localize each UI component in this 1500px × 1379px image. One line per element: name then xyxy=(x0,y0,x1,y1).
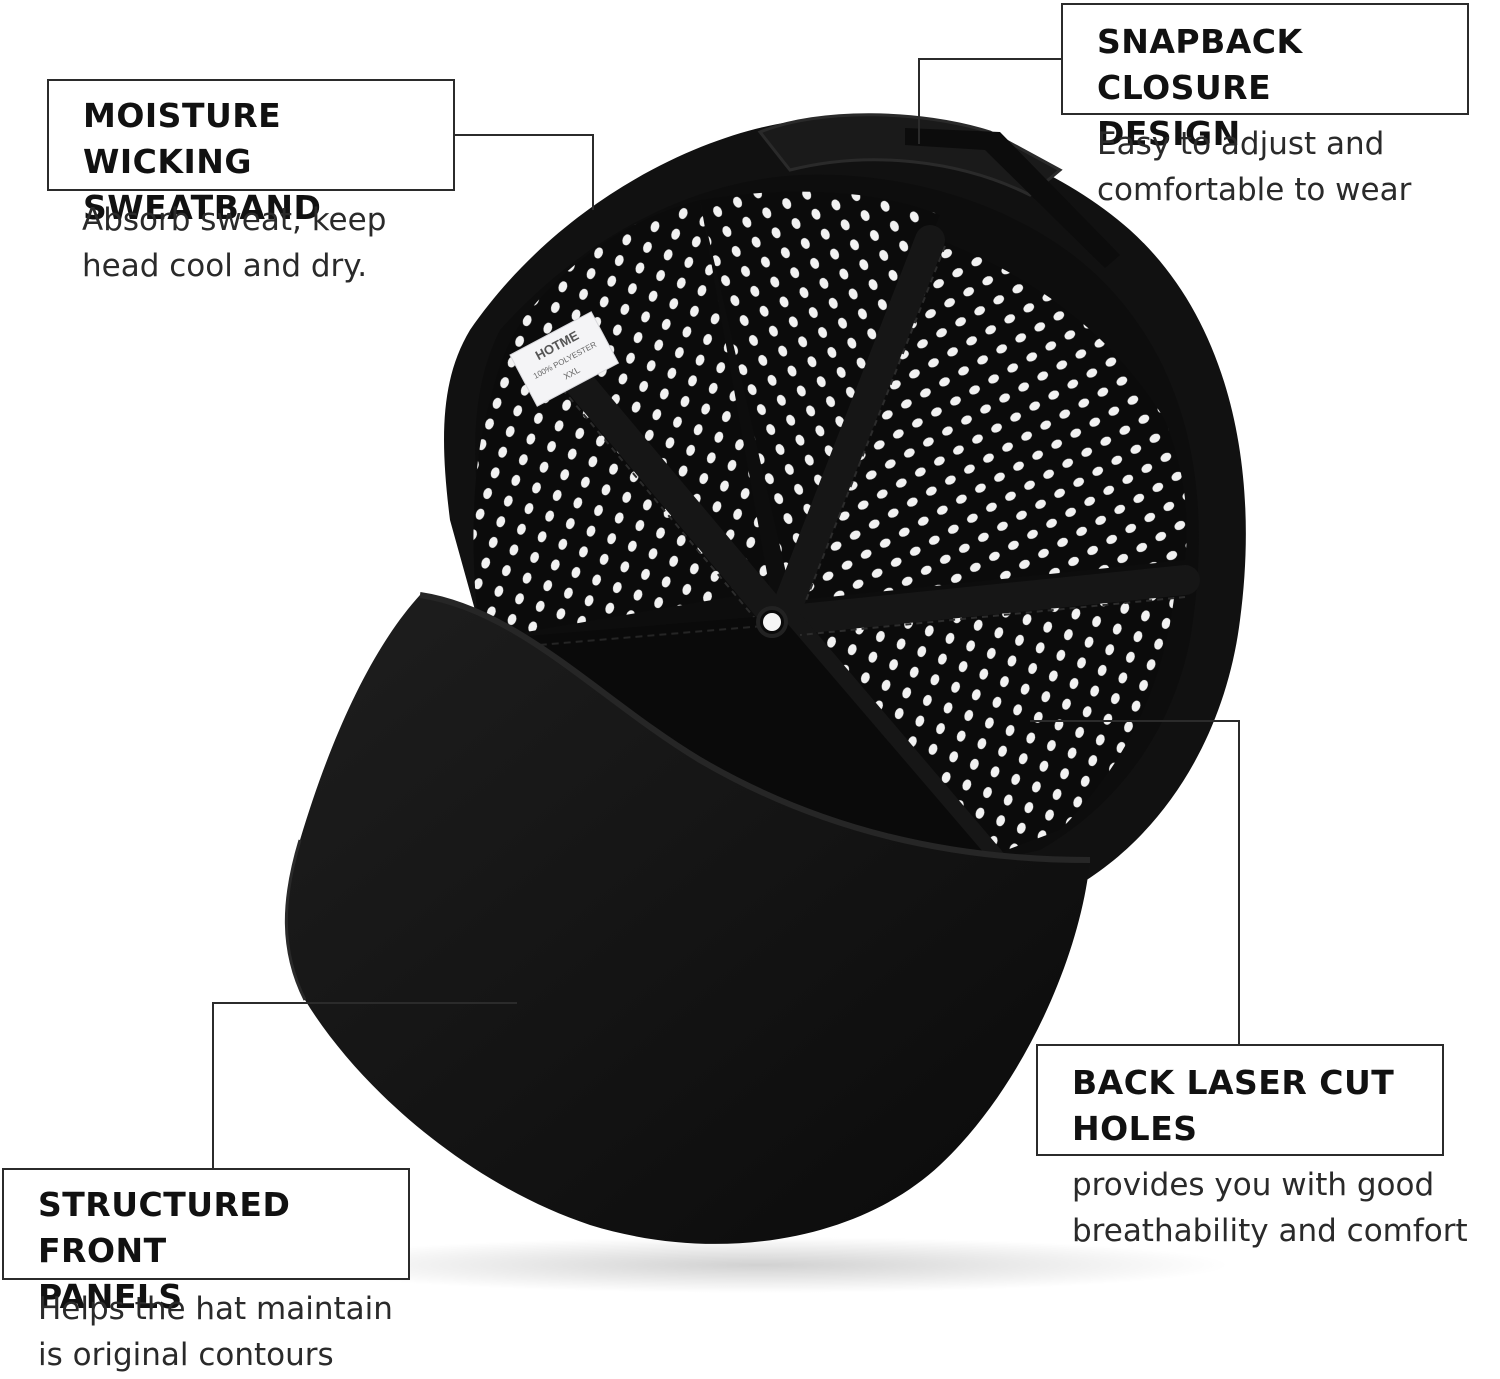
callout-laser-desc: provides you with good breathability and… xyxy=(1072,1167,1468,1249)
callout-snapback-desc: Easy to adjust and comfortable to wear xyxy=(1097,126,1412,208)
callout-front-title: STRUCTURED FRONT PANELS xyxy=(38,1185,291,1316)
callout-snapback-box: SNAPBACK CLOSURE DESIGN xyxy=(1061,3,1469,153)
callout-front-desc: Helps the hat maintain is original conto… xyxy=(38,1291,393,1373)
callout-front-box: STRUCTURED FRONT PANELS xyxy=(2,1168,410,1316)
mesh-panel-top xyxy=(700,191,940,590)
leader-laser-v xyxy=(1238,720,1240,1046)
leader-laser-h xyxy=(1030,720,1240,722)
mesh-panel-right-upper xyxy=(800,240,1187,600)
callout-laser-box: BACK LASER CUT HOLES xyxy=(1036,1044,1444,1156)
callout-laser-title: BACK LASER CUT HOLES xyxy=(1072,1063,1395,1148)
callout-sweatband-box: MOISTURE WICKING SWEATBAND xyxy=(47,79,455,227)
callout-sweatband-title: MOISTURE WICKING SWEATBAND xyxy=(83,96,322,227)
leader-snapback-h xyxy=(918,58,1062,60)
size-tag: HOTME 100% POLYESTER XXL xyxy=(509,311,620,407)
leader-front-v xyxy=(212,1002,214,1170)
leader-front-h xyxy=(212,1002,517,1004)
seam-tapes xyxy=(545,225,1200,875)
leader-snapback-v xyxy=(918,58,920,144)
cap-shadow xyxy=(290,1237,1230,1293)
callout-snapback-title: SNAPBACK CLOSURE DESIGN xyxy=(1097,22,1303,153)
cap-visor xyxy=(286,595,1090,1244)
callout-sweatband-desc: Absorb sweat, keep head cool and dry. xyxy=(82,202,387,284)
front-inner-panel xyxy=(480,615,990,894)
leader-sweatband-h xyxy=(453,134,593,136)
leader-sweatband-v xyxy=(592,134,594,210)
mesh-panel-right-lower xyxy=(805,590,1175,860)
